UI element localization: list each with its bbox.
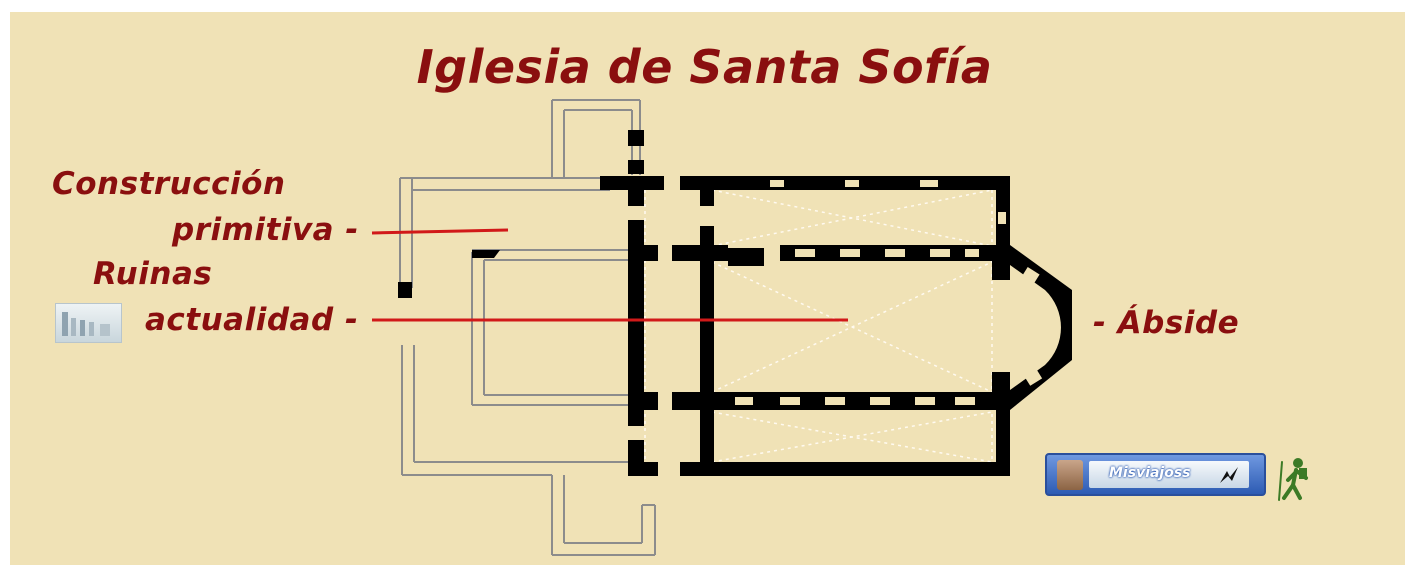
wall-openings [735,180,1058,405]
label-abside: - Ábside [1093,305,1240,341]
bird-icon [1220,467,1238,483]
vault-dotted-lines [644,189,993,463]
avatar-icon [1057,460,1083,490]
badge-text: Misviajoss [1109,465,1191,481]
label-ruinas-line2: actualidad - [145,302,359,338]
ruins-thumbnail-icon[interactable] [55,303,122,343]
misviajoss-badge[interactable]: Misviajoss [1045,453,1266,496]
primitive-construction-walls [399,99,656,556]
pointer-line-construccion [371,228,509,235]
badge-label-area: Misviajoss [1089,461,1249,488]
current-ruins-walls [398,130,1072,476]
label-ruinas-line1: Ruinas [93,256,213,292]
pointer-lines [371,228,848,322]
label-construccion-line2: primitiva - [172,212,359,248]
label-construccion-line1: Construcción [52,166,286,202]
page-title: Iglesia de Santa Sofía [416,40,993,94]
ruins-thumbnail-graphic [62,312,110,336]
hiker-icon [1278,458,1308,501]
